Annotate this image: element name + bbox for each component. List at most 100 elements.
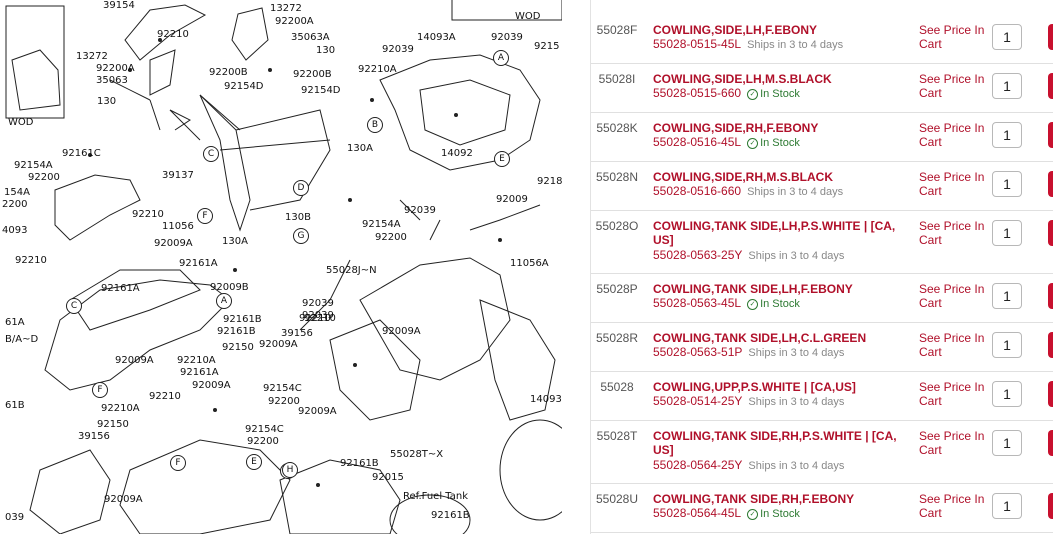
part-name-link[interactable]: COWLING,TANK SIDE,LH,P.S.WHITE | [CA, US… — [653, 219, 896, 247]
diagram-part-label[interactable]: 92200A — [96, 63, 135, 74]
diagram-part-label[interactable]: 92200 — [375, 232, 407, 243]
diagram-part-label[interactable]: 55028J~N — [326, 265, 377, 276]
part-name-link[interactable]: COWLING,TANK SIDE,RH,F.EBONY — [653, 492, 855, 506]
add-to-cart-button[interactable] — [1048, 381, 1053, 407]
diagram-part-label[interactable]: 92150 — [222, 342, 254, 353]
see-price-link[interactable]: See Price In Cart — [919, 282, 985, 310]
see-price-link[interactable]: See Price In Cart — [919, 121, 985, 149]
part-number-link[interactable]: 55028-0564-45L — [653, 506, 742, 520]
diagram-part-label[interactable]: 92009 — [496, 194, 528, 205]
diagram-part-label[interactable]: 130 — [97, 96, 117, 107]
part-number-link[interactable]: 55028-0563-25Y — [653, 248, 743, 262]
diagram-part-label[interactable]: 92161B — [340, 458, 379, 469]
see-price-link[interactable]: See Price In Cart — [919, 23, 985, 51]
diagram-part-label[interactable]: 92200 — [268, 396, 300, 407]
diagram-part-label[interactable]: 130A — [222, 236, 248, 247]
diagram-part-label[interactable]: 039 — [5, 512, 25, 523]
add-to-cart-button[interactable] — [1048, 220, 1053, 246]
see-price-link[interactable]: See Price In Cart — [919, 219, 985, 247]
add-to-cart-button[interactable] — [1048, 171, 1053, 197]
diagram-part-label[interactable]: 14092 — [441, 148, 473, 159]
quantity-input[interactable] — [992, 171, 1022, 197]
part-name-link[interactable]: COWLING,SIDE,LH,M.S.BLACK — [653, 72, 832, 86]
diagram-part-label[interactable]: 92039 — [302, 298, 334, 309]
diagram-part-label[interactable]: 92210A — [358, 64, 397, 75]
diagram-part-label[interactable]: 9218 — [537, 176, 562, 187]
part-name-link[interactable]: COWLING,SIDE,RH,F.EBONY — [653, 121, 819, 135]
diagram-part-label[interactable]: 92210 — [15, 255, 47, 266]
diagram-part-label[interactable]: 92039 — [404, 205, 436, 216]
diagram-part-label[interactable]: 92009A — [259, 339, 298, 350]
diagram-part-label[interactable]: 92154D — [224, 81, 264, 92]
add-to-cart-button[interactable] — [1048, 122, 1053, 148]
diagram-part-label[interactable]: 92154D — [301, 85, 341, 96]
diagram-part-label[interactable]: 92161C — [62, 148, 101, 159]
diagram-part-label[interactable]: 92200B — [209, 67, 248, 78]
diagram-part-label[interactable]: 92200 — [247, 436, 279, 447]
add-to-cart-button[interactable] — [1048, 493, 1053, 519]
part-number-link[interactable]: 55028-0515-660 — [653, 86, 742, 100]
diagram-part-label[interactable]: Ref.Fuel Tank — [403, 491, 468, 502]
diagram-part-label[interactable]: 92009A — [104, 494, 143, 505]
diagram-part-label[interactable]: 11056A — [510, 258, 549, 269]
diagram-part-label[interactable]: 92200B — [293, 69, 332, 80]
diagram-part-label[interactable]: WOD — [515, 11, 541, 22]
see-price-link[interactable]: See Price In Cart — [919, 331, 985, 359]
diagram-part-label[interactable]: 61A — [5, 317, 25, 328]
diagram-part-label[interactable]: 92210 — [149, 391, 181, 402]
diagram-part-label[interactable]: 92210 — [157, 29, 189, 40]
diagram-part-label[interactable]: 92161A — [101, 283, 140, 294]
part-number-link[interactable]: 55028-0563-51P — [653, 345, 743, 359]
diagram-part-label[interactable]: 92161A — [179, 258, 218, 269]
diagram-part-label[interactable]: 130A — [347, 143, 373, 154]
quantity-input[interactable] — [992, 430, 1022, 456]
diagram-part-label[interactable]: 55028T~X — [390, 449, 444, 460]
diagram-part-label[interactable]: 92210A — [101, 403, 140, 414]
part-name-link[interactable]: COWLING,UPP,P.S.WHITE | [CA,US] — [653, 380, 856, 394]
part-number-link[interactable]: 55028-0516-660 — [653, 184, 742, 198]
diagram-part-label[interactable]: 92161B — [431, 510, 470, 521]
part-number-link[interactable]: 55028-0515-45L — [653, 37, 742, 51]
add-to-cart-button[interactable] — [1048, 73, 1053, 99]
diagram-part-label[interactable]: 92154A — [362, 219, 401, 230]
add-to-cart-button[interactable] — [1048, 332, 1053, 358]
see-price-link[interactable]: See Price In Cart — [919, 170, 985, 198]
part-name-link[interactable]: COWLING,SIDE,RH,M.S.BLACK — [653, 170, 833, 184]
part-name-link[interactable]: COWLING,TANK SIDE,LH,F.EBONY — [653, 282, 853, 296]
quantity-input[interactable] — [992, 332, 1022, 358]
diagram-part-label[interactable]: 39156 — [78, 431, 110, 442]
diagram-part-label[interactable]: 92009A — [192, 380, 231, 391]
diagram-part-label[interactable]: 92161B — [217, 326, 256, 337]
quantity-input[interactable] — [992, 122, 1022, 148]
part-number-link[interactable]: 55028-0514-25Y — [653, 394, 743, 408]
quantity-input[interactable] — [992, 220, 1022, 246]
quantity-input[interactable] — [992, 493, 1022, 519]
diagram-part-label[interactable]: 92039 — [491, 32, 523, 43]
diagram-part-label[interactable]: 92210 — [304, 313, 336, 324]
diagram-part-label[interactable]: 4093 — [2, 225, 28, 236]
quantity-input[interactable] — [992, 73, 1022, 99]
quantity-input[interactable] — [992, 381, 1022, 407]
add-to-cart-button[interactable] — [1048, 283, 1053, 309]
diagram-part-label[interactable]: 92015 — [372, 472, 404, 483]
part-name-link[interactable]: COWLING,TANK SIDE,RH,P.S.WHITE | [CA, US… — [653, 429, 897, 457]
quantity-input[interactable] — [992, 24, 1022, 50]
diagram-part-label[interactable]: 13272 — [76, 51, 108, 62]
diagram-part-label[interactable]: 92154A — [14, 160, 53, 171]
diagram-part-label[interactable]: 11056 — [162, 221, 194, 232]
diagram-part-label[interactable]: 92009B — [210, 282, 249, 293]
quantity-input[interactable] — [992, 283, 1022, 309]
diagram-part-label[interactable]: 92039 — [302, 310, 334, 321]
diagram-part-label[interactable]: 14093A — [417, 32, 456, 43]
diagram-part-label[interactable]: 39156 — [281, 328, 313, 339]
add-to-cart-button[interactable] — [1048, 430, 1053, 456]
diagram-part-label[interactable]: 92200 — [28, 172, 60, 183]
part-number-link[interactable]: 55028-0564-25Y — [653, 458, 743, 472]
diagram-part-label[interactable]: 154A — [4, 187, 30, 198]
diagram-part-label[interactable]: 92161B — [223, 314, 262, 325]
diagram-part-label[interactable]: 92210 — [132, 209, 164, 220]
diagram-part-label[interactable]: 92009A — [382, 326, 421, 337]
diagram-part-label[interactable]: 92154C — [245, 424, 284, 435]
diagram-part-label[interactable]: 92200A — [275, 16, 314, 27]
